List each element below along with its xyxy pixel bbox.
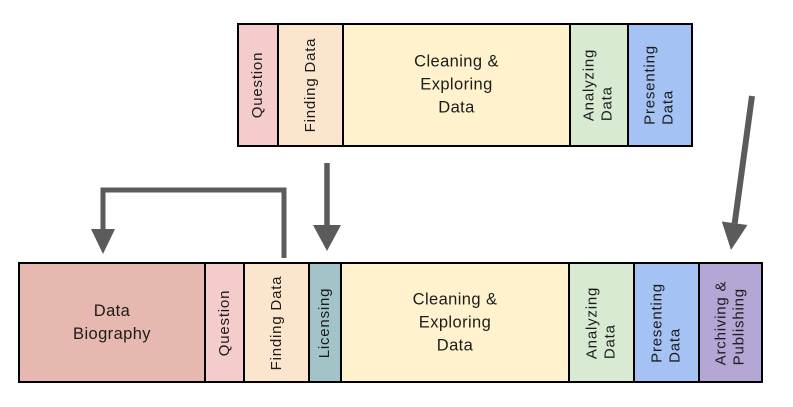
bottom-segment-analyzing-data: Analyzing Data	[570, 264, 635, 381]
segment-label: Question	[215, 289, 233, 356]
segment-label: Cleaning & Exploring Data	[414, 52, 499, 117]
arrow-finding-data-to-licensing	[313, 163, 341, 251]
bottom-segment-question: Question	[206, 264, 245, 381]
arrow-to-data-biography	[91, 187, 287, 258]
segment-label: Question	[248, 51, 266, 119]
bottom-segment-presenting-data: Presenting Data	[635, 264, 700, 381]
segment-label: Presenting Data	[641, 45, 677, 125]
top-segment-cleaning-exploring-data: Cleaning & Exploring Data	[344, 25, 571, 145]
bottom-segment-data-biography: Data Biography	[20, 264, 206, 381]
segment-label: Finding Data	[301, 37, 319, 133]
segment-label: Data Biography	[73, 301, 151, 343]
top-lifecycle-bar: Question Finding Data Cleaning & Explori…	[237, 23, 693, 147]
segment-label: Cleaning & Exploring Data	[412, 289, 498, 355]
segment-label: Analyzing Data	[583, 286, 619, 359]
bottom-lifecycle-bar: Data Biography Question Finding Data Lic…	[18, 262, 763, 383]
top-segment-analyzing-data: Analyzing Data	[571, 25, 629, 145]
top-segment-question: Question	[239, 25, 279, 145]
segment-label: Archiving & Publishing	[712, 280, 748, 365]
top-segment-presenting-data: Presenting Data	[629, 25, 691, 145]
bottom-segment-archiving-publishing: Archiving & Publishing	[700, 264, 761, 381]
segment-label: Licensing	[315, 287, 333, 358]
bottom-segment-licensing: Licensing	[310, 264, 342, 381]
segment-label: Analyzing Data	[580, 48, 616, 122]
bottom-segment-cleaning-exploring-data: Cleaning & Exploring Data	[342, 264, 570, 381]
top-segment-finding-data: Finding Data	[279, 25, 344, 145]
segment-label: Presenting Data	[648, 282, 684, 363]
segment-label: Finding Data	[267, 275, 285, 370]
arrow-to-archiving-publishing	[721, 95, 755, 250]
bottom-segment-finding-data: Finding Data	[245, 264, 310, 381]
